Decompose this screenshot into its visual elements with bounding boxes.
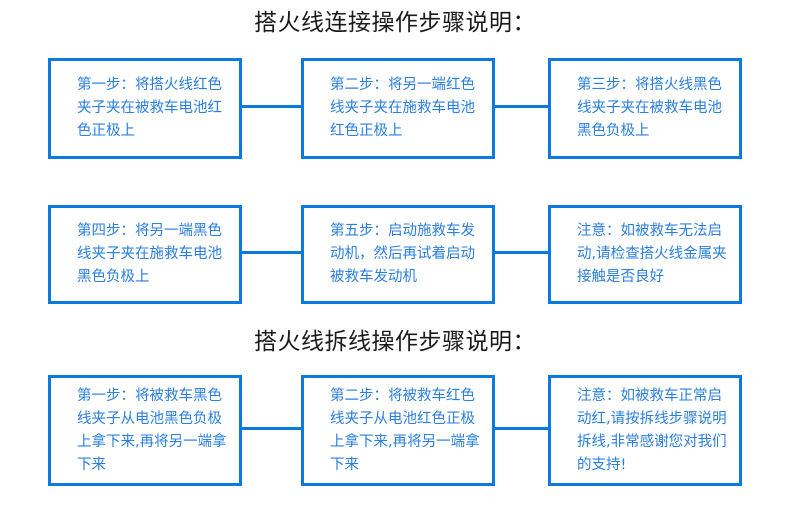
connector-line bbox=[242, 251, 302, 254]
section-title-connect: 搭火线连接操作步骤说明： bbox=[254, 10, 536, 36]
step-text: 第二步：将被救车红色线夹子从电池红色正极上拿下来,再将另一端拿下来 bbox=[330, 387, 480, 473]
step-text: 第三步：将搭火线黑色线夹子夹在被救车电池黑色负极上 bbox=[577, 77, 722, 139]
connector-line bbox=[495, 251, 549, 254]
step-box-disconnect-1-1: 第一步：将被救车黑色线夹子从电池黑色负极上拿下来,再将另一端拿下来 bbox=[48, 375, 242, 486]
flow-row-disconnect-1: 第一步：将被救车黑色线夹子从电池黑色负极上拿下来,再将另一端拿下来 第二步：将被… bbox=[0, 375, 790, 486]
step-text: 第一步：将搭火线红色夹子夹在被救车电池红色正极上 bbox=[77, 77, 222, 139]
step-text: 第二步：将另一端红色线夹子夹在施救车电池红色正极上 bbox=[330, 77, 475, 139]
note-box-connect: 注意：如被救车无法启动,请检查搭火线金属夹接触是否良好 bbox=[548, 205, 742, 304]
step-box-connect-2-2: 第五步：启动施救车发动机，然后再试着启动被救车发动机 bbox=[301, 205, 495, 304]
connector-line bbox=[242, 427, 302, 430]
note-text: 注意：如被救车无法启动,请检查搭火线金属夹接触是否良好 bbox=[577, 223, 727, 285]
flow-row-connect-2: 第四步：将另一端黑色线夹子夹在施救车电池黑色负极上 第五步：启动施救车发动机，然… bbox=[0, 205, 790, 304]
connector-line bbox=[242, 105, 302, 108]
step-text: 第四步：将另一端黑色线夹子夹在施救车电池黑色负极上 bbox=[77, 223, 222, 285]
step-box-connect-1-2: 第二步：将另一端红色线夹子夹在施救车电池红色正极上 bbox=[301, 58, 495, 159]
step-box-connect-2-1: 第四步：将另一端黑色线夹子夹在施救车电池黑色负极上 bbox=[48, 205, 242, 304]
step-box-disconnect-1-2: 第二步：将被救车红色线夹子从电池红色正极上拿下来,再将另一端拿下来 bbox=[301, 375, 495, 486]
connector-line bbox=[495, 105, 549, 108]
section-title-disconnect: 搭火线拆线操作步骤说明： bbox=[254, 329, 536, 355]
connector-line bbox=[495, 427, 549, 430]
note-text: 注意：如被救车正常启动红,请按拆线步骤说明拆线,非常感谢您对我们的支持! bbox=[577, 387, 727, 473]
step-box-connect-1-3: 第三步：将搭火线黑色线夹子夹在被救车电池黑色负极上 bbox=[548, 58, 742, 159]
flow-row-connect-1: 第一步：将搭火线红色夹子夹在被救车电池红色正极上 第二步：将另一端红色线夹子夹在… bbox=[0, 58, 790, 159]
step-text: 第五步：启动施救车发动机，然后再试着启动被救车发动机 bbox=[330, 223, 475, 285]
note-box-disconnect: 注意：如被救车正常启动红,请按拆线步骤说明拆线,非常感谢您对我们的支持! bbox=[548, 375, 742, 486]
step-text: 第一步：将被救车黑色线夹子从电池黑色负极上拿下来,再将另一端拿下来 bbox=[77, 387, 227, 473]
step-box-connect-1-1: 第一步：将搭火线红色夹子夹在被救车电池红色正极上 bbox=[48, 58, 242, 159]
